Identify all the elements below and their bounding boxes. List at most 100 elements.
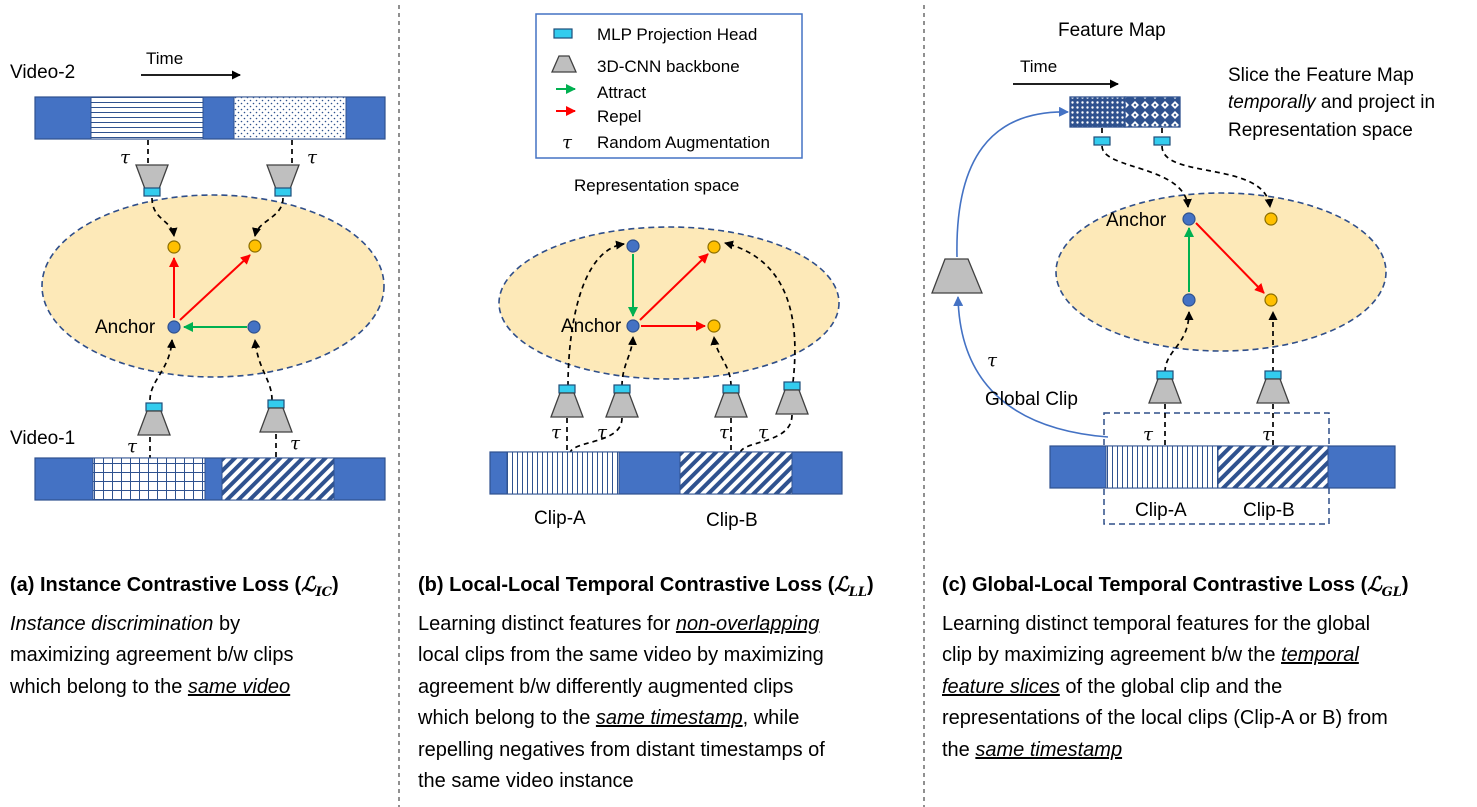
- caption-c-l3a: feature slices: [942, 675, 1060, 698]
- flow-arrow: [252, 197, 284, 237]
- cnn-icon: [1256, 378, 1290, 404]
- representation-space-b: [498, 226, 840, 380]
- slice-line-2: temporally and project in: [1228, 92, 1435, 113]
- mlp-icon: [1264, 370, 1282, 380]
- flow-arrow: [710, 336, 732, 387]
- caption-a-l3b: same video: [187, 675, 291, 698]
- mlp-icon: [783, 381, 801, 391]
- global-clip-arrow: [953, 296, 1109, 438]
- caption-a-line1: Instance discrimination by: [10, 609, 395, 641]
- caption-a-l1a: Instance discrimination: [10, 612, 214, 635]
- sample-point: [1264, 293, 1278, 307]
- flow-arrow: [149, 339, 176, 401]
- caption-b-prefix: (b) Local-Local Temporal Contrastive Los…: [418, 574, 835, 596]
- caption-c-line5: the same timestamp: [942, 735, 1472, 767]
- caption-a-line3: which belong to the same video: [10, 672, 395, 704]
- representation-space-c: [1055, 192, 1387, 352]
- representation-space-label: Representation space: [574, 176, 739, 195]
- legend-attract: Attract: [597, 83, 646, 102]
- sample-point: [248, 239, 262, 253]
- sample-point: [707, 319, 721, 333]
- mlp-icon: [1156, 370, 1174, 380]
- caption-c-title: (c) Global-Local Temporal Contrastive Lo…: [942, 569, 1472, 609]
- caption-c-sub: GL: [1381, 585, 1402, 600]
- legend-mlp: MLP Projection Head: [597, 25, 757, 44]
- tau-a-1: τ: [120, 147, 131, 168]
- tau-c-1: τ: [1143, 424, 1154, 445]
- caption-b-suffix: ): [867, 574, 874, 596]
- repel-arrow: [639, 253, 709, 321]
- video1-label: Video-1: [10, 428, 75, 449]
- caption-b-sub: LL: [848, 585, 868, 600]
- caption-b-l1b: non-overlapping: [675, 612, 820, 635]
- cnn-icon: [714, 392, 748, 418]
- flow-arrow: [1161, 145, 1274, 208]
- feature-slice-b: [1124, 96, 1181, 128]
- caption-b-line6: the same video instance: [418, 770, 634, 792]
- mlp-icon: [274, 187, 292, 197]
- video1-clip-2: [221, 457, 335, 501]
- representation-space-a: [41, 194, 385, 378]
- flow-arrow: [1164, 311, 1194, 373]
- caption-b-l1a: Learning distinct features for: [418, 612, 676, 635]
- flow-arrow: [724, 240, 796, 383]
- legend-tau-symbol: τ: [562, 132, 573, 153]
- caption-c: (c) Global-Local Temporal Contrastive Lo…: [942, 569, 1472, 766]
- caption-b-l4c: , while: [742, 707, 800, 729]
- mlp-icon: [267, 399, 285, 409]
- legend-augmentation: Random Augmentation: [597, 133, 770, 152]
- clip-a-b: [506, 451, 620, 495]
- caption-b-line4: which belong to the same timestamp, whil…: [418, 703, 918, 735]
- tau-b-2: τ: [597, 422, 608, 443]
- clip-b-b: [679, 451, 793, 495]
- cnn-icon: [1148, 378, 1182, 404]
- video2-clip-1: [90, 96, 204, 140]
- clip-a-label-c: Clip-A: [1135, 500, 1187, 521]
- tau-b-4: τ: [758, 422, 769, 443]
- caption-c-line2: clip by maximizing agreement b/w the tem…: [942, 640, 1472, 672]
- caption-a-sub: IC: [315, 585, 333, 600]
- legend: [535, 13, 803, 159]
- flow-arrow: [251, 339, 273, 401]
- caption-c-l3b: of the global clip and the: [1059, 675, 1283, 698]
- clip-a-c: [1105, 445, 1219, 489]
- mlp-icon: [1153, 136, 1171, 146]
- caption-a-line2: maximizing agreement b/w clips: [10, 644, 294, 666]
- flow-arrow: [739, 414, 793, 455]
- anchor-label-a: Anchor: [95, 317, 156, 338]
- time-label-a: Time: [146, 49, 183, 68]
- caption-c-line1: Learning distinct temporal features for …: [942, 612, 1371, 635]
- caption-b-line5: repelling negatives from distant timesta…: [418, 738, 825, 761]
- anchor-point: [167, 320, 181, 334]
- cnn-icon: [266, 164, 300, 190]
- cnn-icon: [605, 392, 639, 418]
- cnn-icon: [135, 164, 169, 190]
- caption-a-symbol: ℒ: [301, 572, 316, 596]
- caption-b-l4b: same timestamp: [595, 707, 743, 729]
- panel-c: Feature Map Time Slice the Feature Map t…: [931, 20, 1435, 525]
- caption-b-line3: agreement b/w differently augmented clip…: [418, 675, 794, 698]
- sample-point: [707, 240, 721, 254]
- caption-b-title: (b) Local-Local Temporal Contrastive Los…: [418, 569, 918, 609]
- legend-cnn: 3D-CNN backbone: [597, 57, 740, 76]
- panel-b: MLP Projection Head 3D-CNN backbone Attr…: [489, 13, 843, 531]
- panel-a: Video-2 Time τ τ Anchor Video-1 τ: [10, 49, 386, 501]
- caption-c-l2a: clip by maximizing agreement b/w the: [942, 644, 1282, 666]
- caption-c-symbol: ℒ: [1367, 572, 1382, 596]
- video1-clip-1: [92, 457, 206, 501]
- clip-b-c: [1217, 445, 1329, 489]
- cnn-icon: [550, 392, 584, 418]
- caption-b: (b) Local-Local Temporal Contrastive Los…: [418, 569, 918, 798]
- slice-line-1: Slice the Feature Map: [1228, 65, 1414, 86]
- anchor-label-c: Anchor: [1106, 210, 1167, 231]
- sample-point: [247, 320, 261, 334]
- tau-a-4: τ: [290, 433, 301, 454]
- caption-a-suffix: ): [332, 574, 339, 596]
- caption-b-line2: local clips from the same video by maxim…: [418, 644, 824, 666]
- cnn-icon: [931, 258, 983, 294]
- video2-label: Video-2: [10, 62, 75, 83]
- tau-b-1: τ: [551, 422, 562, 443]
- caption-a-l3a: which belong to the: [10, 675, 188, 698]
- feature-map-label: Feature Map: [1058, 20, 1166, 41]
- slice-temporally: temporally: [1228, 92, 1317, 113]
